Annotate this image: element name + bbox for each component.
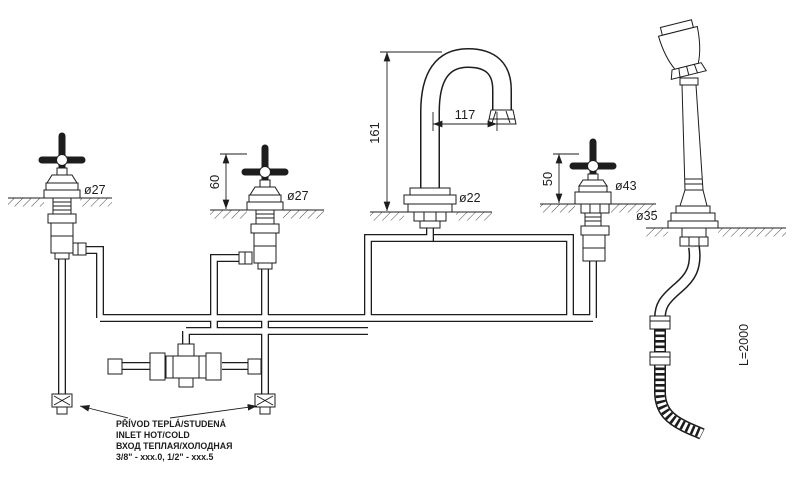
dia-handle2: ø27 xyxy=(287,189,309,203)
note-line-1: PŘÍVOD TEPLÁ/STUDENÁ xyxy=(116,418,227,429)
note-line-4: 3/8" - xxx.0, 1/2" - xxx.5 xyxy=(116,452,213,462)
supply-piping xyxy=(58,226,597,396)
cold-valve xyxy=(238,144,289,415)
spout xyxy=(403,47,517,229)
dim-handle-height: 60 xyxy=(207,175,222,189)
dim-spout-reach: 117 xyxy=(455,107,476,122)
mounting-deck xyxy=(8,197,786,237)
dim-spout-height: 161 xyxy=(367,122,382,144)
note-line-3: ВХОД ТЕПЛАЯ/ХОЛОДНАЯ xyxy=(116,441,232,451)
shower-handle xyxy=(681,84,704,191)
dia-handle1: ø27 xyxy=(84,183,106,197)
diverter-valve xyxy=(569,138,617,262)
note-line-2: INLET HOT/COLD xyxy=(116,430,190,440)
dia-shower: ø35 xyxy=(636,209,658,223)
dimensions: 161 117 60 50 ø27 ø27 ø22 ø43 ø35 L=2000 xyxy=(84,51,751,366)
hose-coupler xyxy=(649,351,671,366)
inlet-note: PŘÍVOD TEPLÁ/STUDENÁ INLET HOT/COLD ВХОД… xyxy=(79,403,258,462)
shower-hose xyxy=(655,318,705,439)
hand-shower xyxy=(649,19,719,440)
tee-fitting xyxy=(107,343,262,388)
cross-handle-hub xyxy=(56,154,68,166)
hot-valve xyxy=(38,132,87,415)
dia-diverter: ø43 xyxy=(615,179,637,193)
dim-diverter-height: 50 xyxy=(540,172,555,186)
cross-handle-hub xyxy=(587,160,599,172)
shower-head xyxy=(657,19,708,81)
hose-coupler xyxy=(649,315,671,330)
cross-handle-hub xyxy=(259,166,271,178)
dia-spout: ø22 xyxy=(459,191,481,205)
dim-hose-length: L=2000 xyxy=(737,324,751,366)
